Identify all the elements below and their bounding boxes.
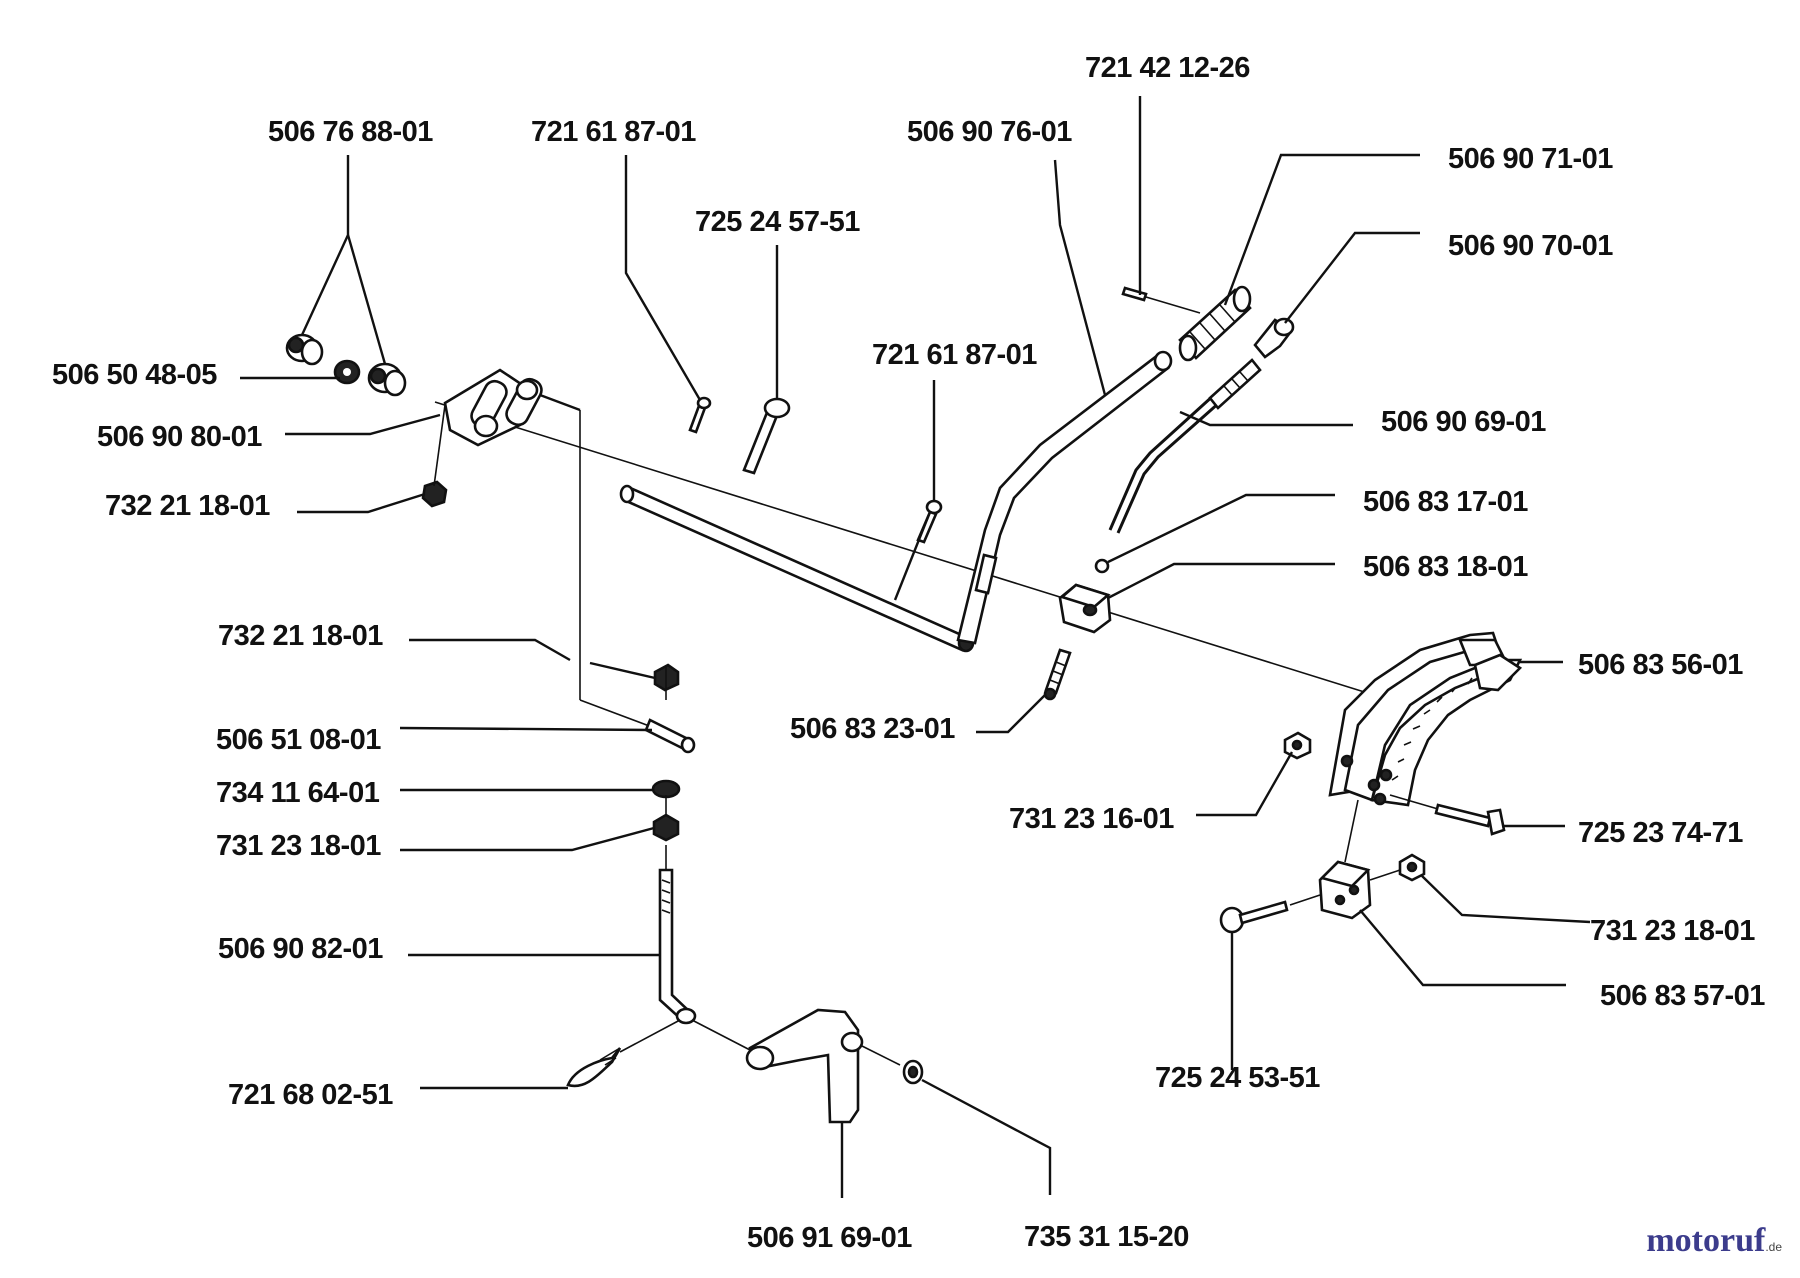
- label-734-11-64-01: 734 11 64-01: [216, 777, 380, 809]
- label-506-90-80-01: 506 90 80-01: [97, 421, 262, 453]
- handle-grip: [1178, 285, 1252, 362]
- guide-block: [1058, 583, 1112, 634]
- label-506-90-69-01: 506 90 69-01: [1381, 406, 1546, 438]
- washer: [333, 359, 361, 385]
- assembly-axis-line: [434, 401, 1391, 701]
- label-506-90-70-01: 506 90 70-01: [1448, 230, 1613, 262]
- label-506-90-76-01: 506 90 76-01: [907, 116, 1072, 148]
- label-721-61-87-01-top: 721 61 87-01: [531, 116, 696, 148]
- label-725-24-53-51: 725 24 53-51: [1155, 1062, 1320, 1094]
- bell-crank: [691, 1008, 901, 1124]
- small-ball: [1094, 558, 1110, 574]
- quadrant-gear-plate: [1328, 631, 1523, 807]
- nut-gear-plate: [1283, 731, 1312, 760]
- main-shaft: [619, 484, 975, 653]
- bottom-washer: [902, 1059, 924, 1085]
- label-506-90-82-01: 506 90 82-01: [218, 933, 383, 965]
- label-506-50-48-05: 506 50 48-05: [52, 359, 217, 391]
- hairpin-clip: [566, 1019, 681, 1088]
- label-506-90-71-01: 506 90 71-01: [1448, 143, 1613, 175]
- bolt-lower-block: [1219, 894, 1321, 934]
- l-rod: [658, 845, 697, 1025]
- nut-lower-block: [1369, 853, 1426, 882]
- label-725-24-57-51: 725 24 57-51: [695, 206, 860, 238]
- label-721-61-87-01-mid: 721 61 87-01: [872, 339, 1037, 371]
- watermark-tld: .de: [1765, 1240, 1782, 1254]
- label-506-83-56-01: 506 83 56-01: [1578, 649, 1743, 681]
- label-721-68-02-51: 721 68 02-51: [228, 1079, 393, 1111]
- vertical-linkage: [579, 410, 696, 842]
- bolt-gear-plate: [1389, 794, 1506, 836]
- leader-lines: [240, 96, 1591, 1198]
- label-735-31-15-20: 735 31 15-20: [1024, 1221, 1189, 1253]
- clevis-bracket: [443, 368, 543, 447]
- spring: [1043, 648, 1072, 701]
- label-732-21-18-01-upper: 732 21 18-01: [105, 490, 270, 522]
- label-506-91-69-01: 506 91 69-01: [747, 1222, 912, 1254]
- shaft-pins: [688, 396, 943, 544]
- lever-handle: [956, 350, 1173, 645]
- label-506-83-57-01: 506 83 57-01: [1600, 980, 1765, 1012]
- label-506-51-08-01: 506 51 08-01: [216, 724, 381, 756]
- parts-drawing: [285, 285, 1523, 1124]
- label-731-23-18-01-right: 731 23 18-01: [1590, 915, 1755, 947]
- watermark-logo: motoruf.de: [1646, 1222, 1782, 1260]
- knob-pair: [285, 333, 407, 397]
- lower-block: [1318, 799, 1372, 920]
- nut-upper-left: [421, 404, 448, 508]
- label-506-76-88-01: 506 76 88-01: [268, 116, 433, 148]
- label-731-23-18-01-left: 731 23 18-01: [216, 830, 381, 862]
- grip-pin: [1121, 286, 1201, 314]
- label-506-83-23-01: 506 83 23-01: [790, 713, 955, 745]
- label-731-23-16-01: 731 23 16-01: [1009, 803, 1174, 835]
- part-number-labels: 721 42 12-26 506 76 88-01 721 61 87-01 5…: [52, 52, 1766, 1254]
- label-732-21-18-01-lower: 732 21 18-01: [218, 620, 383, 652]
- watermark-brand: motoruf: [1646, 1222, 1766, 1259]
- label-721-42-12-26: 721 42 12-26: [1085, 52, 1250, 84]
- label-725-23-74-71: 725 23 74-71: [1578, 817, 1743, 849]
- label-506-83-17-01: 506 83 17-01: [1363, 486, 1528, 518]
- push-rod: [1108, 317, 1295, 534]
- label-506-83-18-01: 506 83 18-01: [1363, 551, 1528, 583]
